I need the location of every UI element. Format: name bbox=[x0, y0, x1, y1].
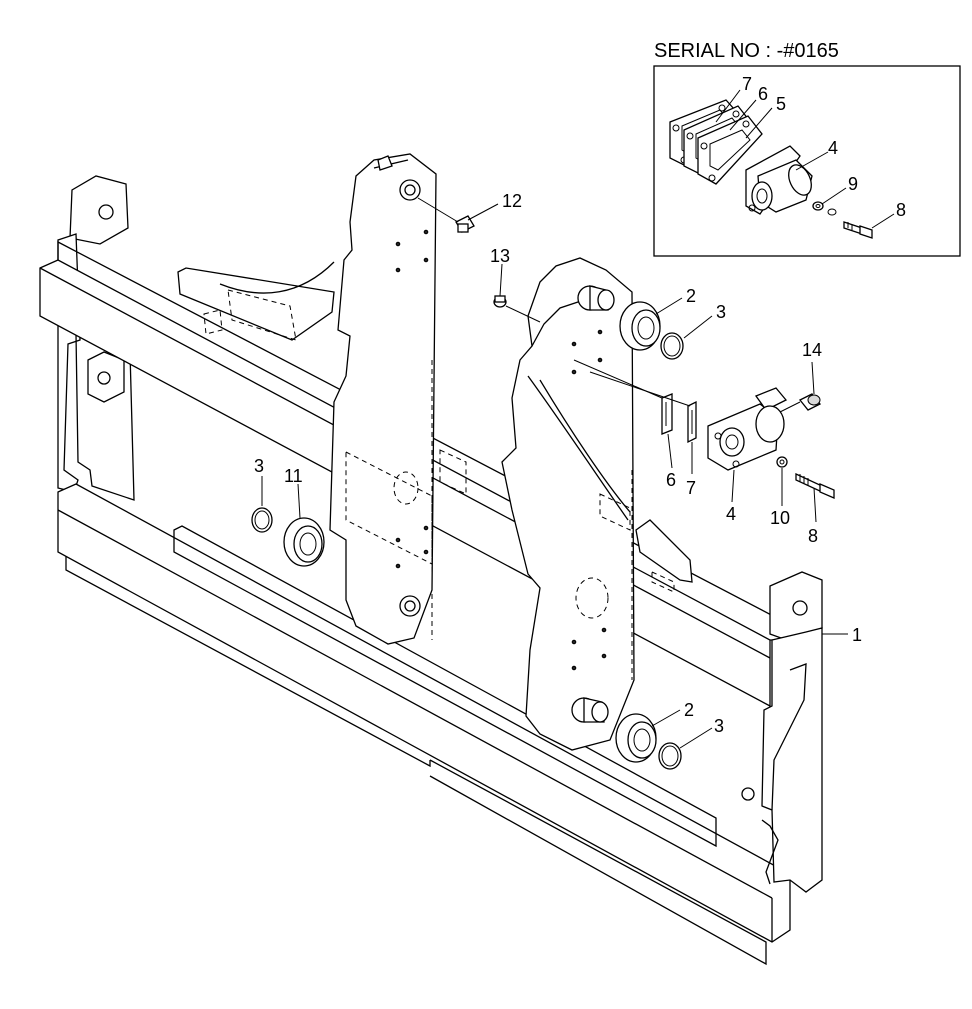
label-inset-7: 7 bbox=[742, 74, 752, 94]
part-3-ring-lower bbox=[658, 742, 682, 770]
label-2-upper: 2 bbox=[686, 286, 696, 306]
left-lug bbox=[87, 351, 125, 403]
part-6-shim bbox=[661, 393, 673, 435]
right-bracket-bolt-holes bbox=[571, 329, 607, 671]
label-inset-4: 4 bbox=[828, 138, 838, 158]
right-bracket bbox=[501, 257, 635, 751]
hidden-lines bbox=[203, 289, 675, 680]
label-inset-6: 6 bbox=[758, 84, 768, 104]
part-2-bearing-upper bbox=[619, 301, 661, 351]
part-11-bearing bbox=[283, 517, 325, 567]
label-11: 11 bbox=[284, 466, 303, 486]
lower-bar bbox=[57, 483, 791, 943]
right-side-plate bbox=[761, 627, 823, 893]
left-bracket-stub bbox=[377, 155, 393, 171]
part-14-fitting bbox=[798, 393, 822, 411]
right-bracket-top-edge bbox=[531, 299, 585, 347]
left-bracket-bottom-hole bbox=[399, 595, 421, 617]
label-3-lower: 3 bbox=[714, 716, 724, 736]
left-ear-hole bbox=[98, 204, 114, 220]
right-side-hole bbox=[741, 787, 755, 801]
part-3-ring-left bbox=[251, 507, 273, 533]
right-side-notch bbox=[761, 819, 779, 885]
inset-washer-9 bbox=[812, 201, 837, 216]
left-bracket-top-hole bbox=[399, 179, 421, 201]
left-bracket-bolt-holes bbox=[395, 229, 429, 569]
inset-box: 7 6 5 4 9 8 bbox=[653, 65, 961, 257]
part-13-fitting bbox=[493, 295, 507, 308]
part-10-washer bbox=[776, 456, 788, 468]
lower-bar-edge bbox=[57, 509, 773, 899]
right-ear-hole bbox=[792, 600, 808, 616]
part-4-bracket bbox=[707, 387, 788, 471]
inset-bolt-8 bbox=[843, 221, 873, 239]
inset-plate-5 bbox=[697, 115, 763, 185]
left-bracket bbox=[329, 153, 437, 645]
upper-trunnion bbox=[577, 285, 615, 311]
label-7: 7 bbox=[686, 478, 696, 498]
label-4: 4 bbox=[726, 504, 736, 524]
left-wedge bbox=[177, 267, 335, 341]
label-1: 1 bbox=[852, 625, 862, 645]
label-14: 14 bbox=[802, 340, 822, 360]
label-12: 12 bbox=[502, 191, 522, 211]
lower-trunnion bbox=[571, 697, 609, 723]
label-6: 6 bbox=[666, 470, 676, 490]
part-2-bearing-lower bbox=[615, 713, 657, 763]
label-3-upper: 3 bbox=[716, 302, 726, 322]
carriage-frame bbox=[39, 153, 823, 966]
lower-bar-bottom-left bbox=[65, 556, 431, 768]
part-3-ring-upper bbox=[660, 332, 684, 360]
label-8: 8 bbox=[808, 526, 818, 546]
label-inset-8: 8 bbox=[896, 200, 906, 220]
right-side-web bbox=[771, 663, 807, 811]
label-13: 13 bbox=[490, 246, 510, 266]
lower-inner-rib bbox=[173, 525, 717, 848]
inset-bracket-4 bbox=[745, 145, 813, 215]
label-inset-9: 9 bbox=[848, 174, 858, 194]
part-8-bolt bbox=[795, 472, 835, 499]
part-12-fitting bbox=[455, 215, 475, 233]
lower-bar-bottom-right bbox=[429, 759, 767, 966]
upper-bar-right-lug bbox=[635, 519, 693, 583]
inset-frame bbox=[653, 65, 961, 257]
left-lug-hole bbox=[97, 371, 111, 385]
label-10: 10 bbox=[770, 508, 790, 528]
main-labels: 12 13 2 3 14 3 11 6 7 4 10 8 1 2 3 bbox=[254, 191, 862, 736]
label-2-lower: 2 bbox=[684, 700, 694, 720]
right-bracket-curve bbox=[527, 375, 629, 521]
label-inset-5: 5 bbox=[776, 94, 786, 114]
part-7-shim bbox=[687, 400, 697, 444]
serial-number-text: SERIAL NO : -#0165 bbox=[654, 40, 839, 62]
label-3-left: 3 bbox=[254, 456, 264, 476]
leader-lines bbox=[261, 197, 848, 749]
